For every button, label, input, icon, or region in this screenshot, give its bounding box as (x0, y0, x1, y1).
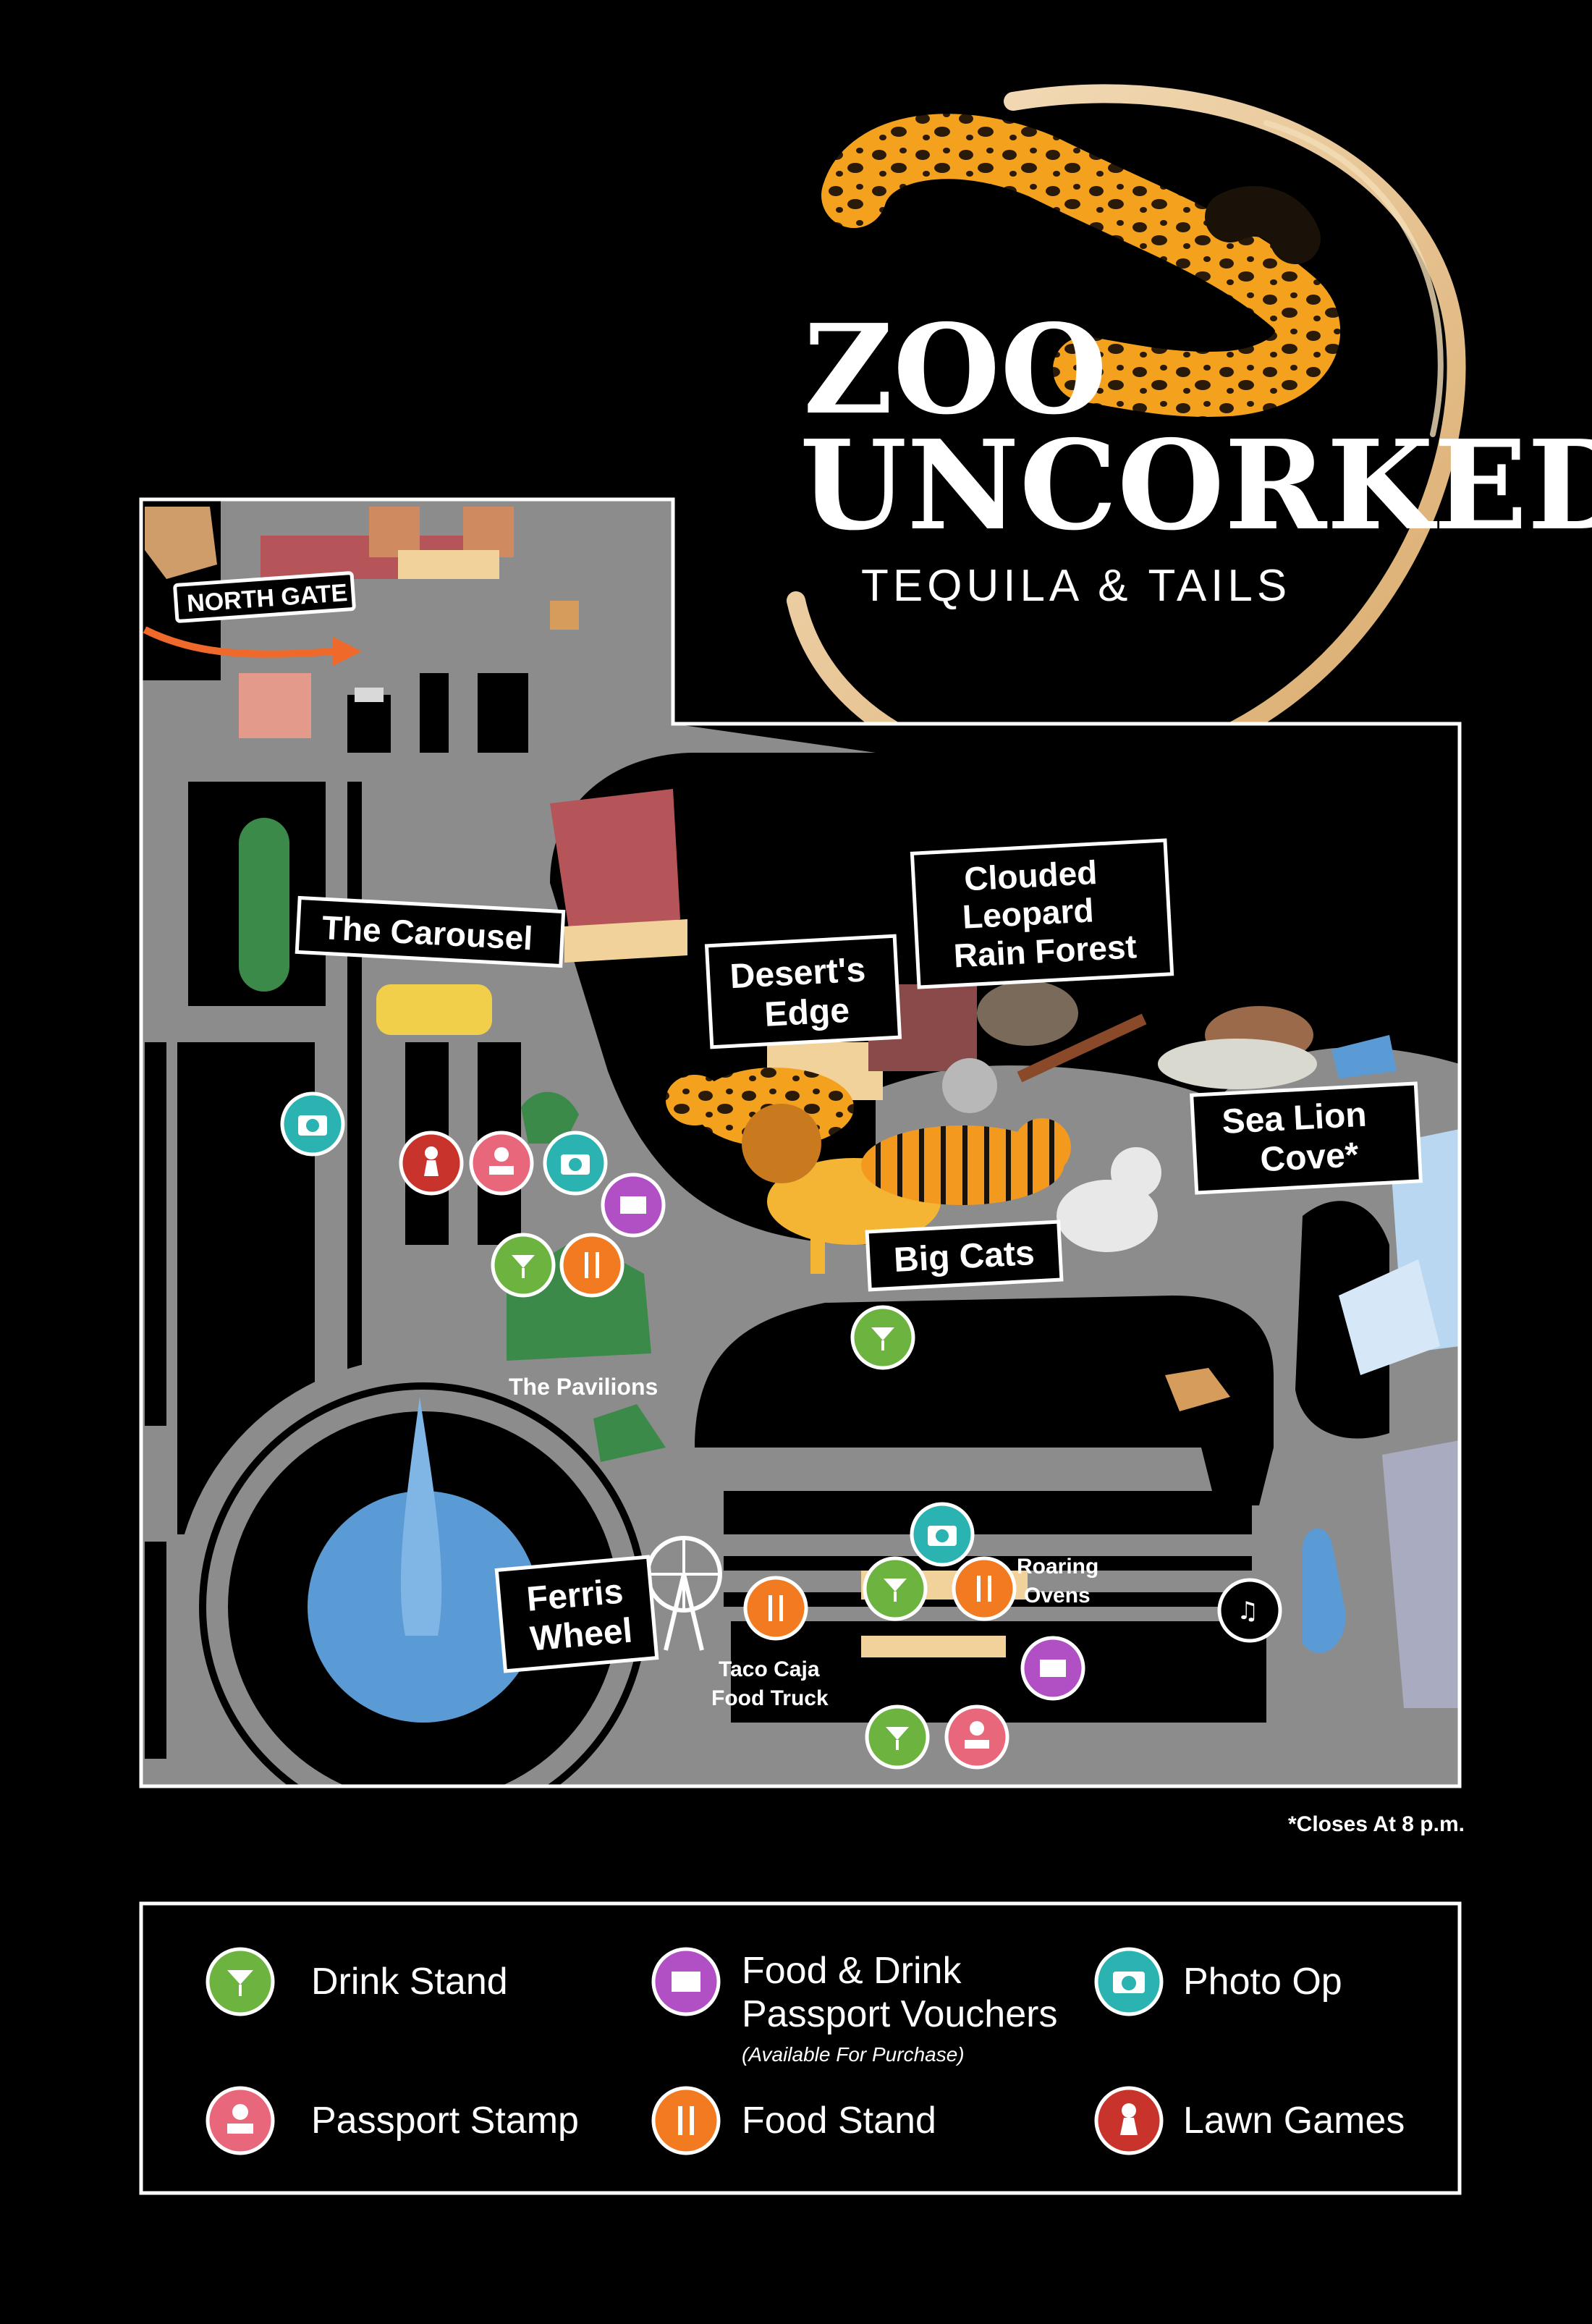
drink-stand-marker[interactable] (491, 1233, 556, 1298)
taco-caja-label-2: Food Truck (711, 1686, 829, 1710)
legend-drink-stand-label: Drink Stand (311, 1961, 508, 2003)
legend-vouchers-label-2: Passport Vouchers (742, 1993, 1057, 2035)
north-gate-buildings (143, 507, 579, 738)
legend-food-stand: Food Stand (651, 2086, 936, 2155)
svg-text:♫: ♫ (1237, 1597, 1258, 1626)
drink-stand-marker[interactable] (850, 1305, 915, 1370)
music-note-icon (1217, 1578, 1282, 1643)
photo-op-marker[interactable] (543, 1131, 608, 1196)
ticket-icon (651, 1947, 721, 2016)
sea-lion-label-2: Cove* (1259, 1136, 1360, 1179)
legend-photo-op: Photo Op (1094, 1947, 1342, 2016)
taco-caja-label-1: Taco Caja (719, 1657, 820, 1681)
camera-icon[interactable] (280, 1091, 345, 1157)
food-stand-marker[interactable] (743, 1576, 808, 1641)
legend-passport-stamp: Passport Stamp (206, 2086, 579, 2155)
food-stand-marker[interactable] (952, 1556, 1017, 1621)
pavilions-label: The Pavilions (509, 1374, 658, 1400)
theater-building (550, 789, 680, 948)
animal-illustrations (666, 981, 1397, 1274)
legend-food-stand-label: Food Stand (742, 2100, 936, 2142)
label-ferris-wheel: Ferris Wheel (494, 1555, 659, 1673)
legend-vouchers: Food & Drink Passport Vouchers (Availabl… (651, 1947, 1057, 2066)
legend-passport-stamp-label: Passport Stamp (311, 2100, 579, 2142)
passport-stamp-marker[interactable] (944, 1704, 1009, 1770)
fork-knife-icon (559, 1233, 624, 1298)
event-logo: ZOO UNCORKED TEQUILA & TAILS (787, 84, 1592, 782)
food-stand-marker[interactable] (559, 1233, 624, 1298)
ferris-label-1: Ferris (525, 1572, 625, 1618)
snow-leopard-illustration (1057, 1147, 1161, 1252)
label-sea-lion-cove: Sea Lion Cove* (1190, 1081, 1423, 1195)
music-marker[interactable]: ♫ (1217, 1578, 1282, 1643)
deserts-edge-label-1: Desert's (729, 950, 866, 996)
tequila-ring-inner (1263, 120, 1444, 437)
label-big-cats: Big Cats (865, 1220, 1064, 1292)
closing-footnote: *Closes At 8 p.m. (1288, 1812, 1465, 1836)
cocktail-icon (206, 1947, 275, 2016)
stamp-icon (944, 1704, 1009, 1770)
leopard-tail (821, 114, 1341, 417)
map-frame (139, 497, 1462, 1788)
drink-stand-marker[interactable] (865, 1704, 930, 1770)
carousel-building (376, 984, 492, 1035)
legend-drink-stand: Drink Stand (206, 1947, 508, 2016)
legend-lawn-games-label: Lawn Games (1183, 2100, 1405, 2142)
fountain-jet (400, 1397, 442, 1636)
legend-vouchers-label-1: Food & Drink (742, 1950, 962, 1992)
roaring-ovens-label-1: Roaring (1017, 1555, 1098, 1579)
lawn-games-marker[interactable] (399, 1131, 464, 1196)
ferris-label-2: Wheel (529, 1612, 634, 1659)
legend-frame (139, 1901, 1462, 2195)
sea-lion-illustration (1158, 1006, 1397, 1089)
legend-lawn-games: Lawn Games (1094, 2086, 1405, 2155)
voucher-marker[interactable] (1020, 1636, 1085, 1701)
fork-knife-icon (743, 1576, 808, 1641)
label-north-gate: NORTH GATE (173, 571, 356, 623)
label-clouded-leopard: Clouded Leopard Rain Forest (910, 838, 1174, 989)
fork-knife-icon (651, 2086, 721, 2155)
big-cats-label: Big Cats (893, 1234, 1036, 1280)
pawn-icon (1094, 2086, 1164, 2155)
legend-vouchers-note: (Available For Purchase) (742, 2043, 965, 2066)
logo-line-uncorked: UNCORKED (800, 413, 1592, 558)
label-deserts-edge: Desert's Edge (704, 934, 902, 1049)
legend-photo-op-label: Photo Op (1183, 1961, 1342, 2003)
zoo-map: NORTH GATE The Carousel Desert's Edge Cl… (139, 497, 1465, 1836)
clouded-label-2: Leopard (962, 891, 1095, 935)
passport-stamp-marker[interactable] (469, 1131, 534, 1196)
camera-icon (1094, 1947, 1164, 2016)
logo-line-zoo: ZOO (803, 297, 1107, 442)
tiger-illustration (861, 1118, 1071, 1205)
leopard-tail-tip (1205, 186, 1321, 264)
voucher-marker[interactable] (601, 1172, 666, 1238)
label-carousel: The Carousel (295, 895, 566, 968)
stamp-icon (206, 2086, 275, 2155)
logo-subtitle: TEQUILA & TAILS (861, 561, 1291, 611)
sea-lion-label-1: Sea Lion (1221, 1096, 1368, 1141)
legend: Drink Stand Food & Drink Passport Vouche… (139, 1901, 1462, 2195)
roaring-ovens-label-2: Ovens (1024, 1584, 1091, 1607)
clouded-leopard-illustration (942, 981, 1147, 1113)
stamp-icon (469, 1131, 534, 1196)
clouded-label-1: Clouded (963, 853, 1098, 898)
fork-knife-icon (952, 1556, 1017, 1621)
north-gate-arrow (143, 626, 334, 658)
drink-stand-marker[interactable] (863, 1556, 928, 1621)
photo-op-marker[interactable] (910, 1502, 975, 1567)
carousel-tower (239, 818, 289, 992)
map-markers: ♫ (280, 1091, 1282, 1770)
deserts-edge-label-2: Edge (763, 992, 850, 1034)
